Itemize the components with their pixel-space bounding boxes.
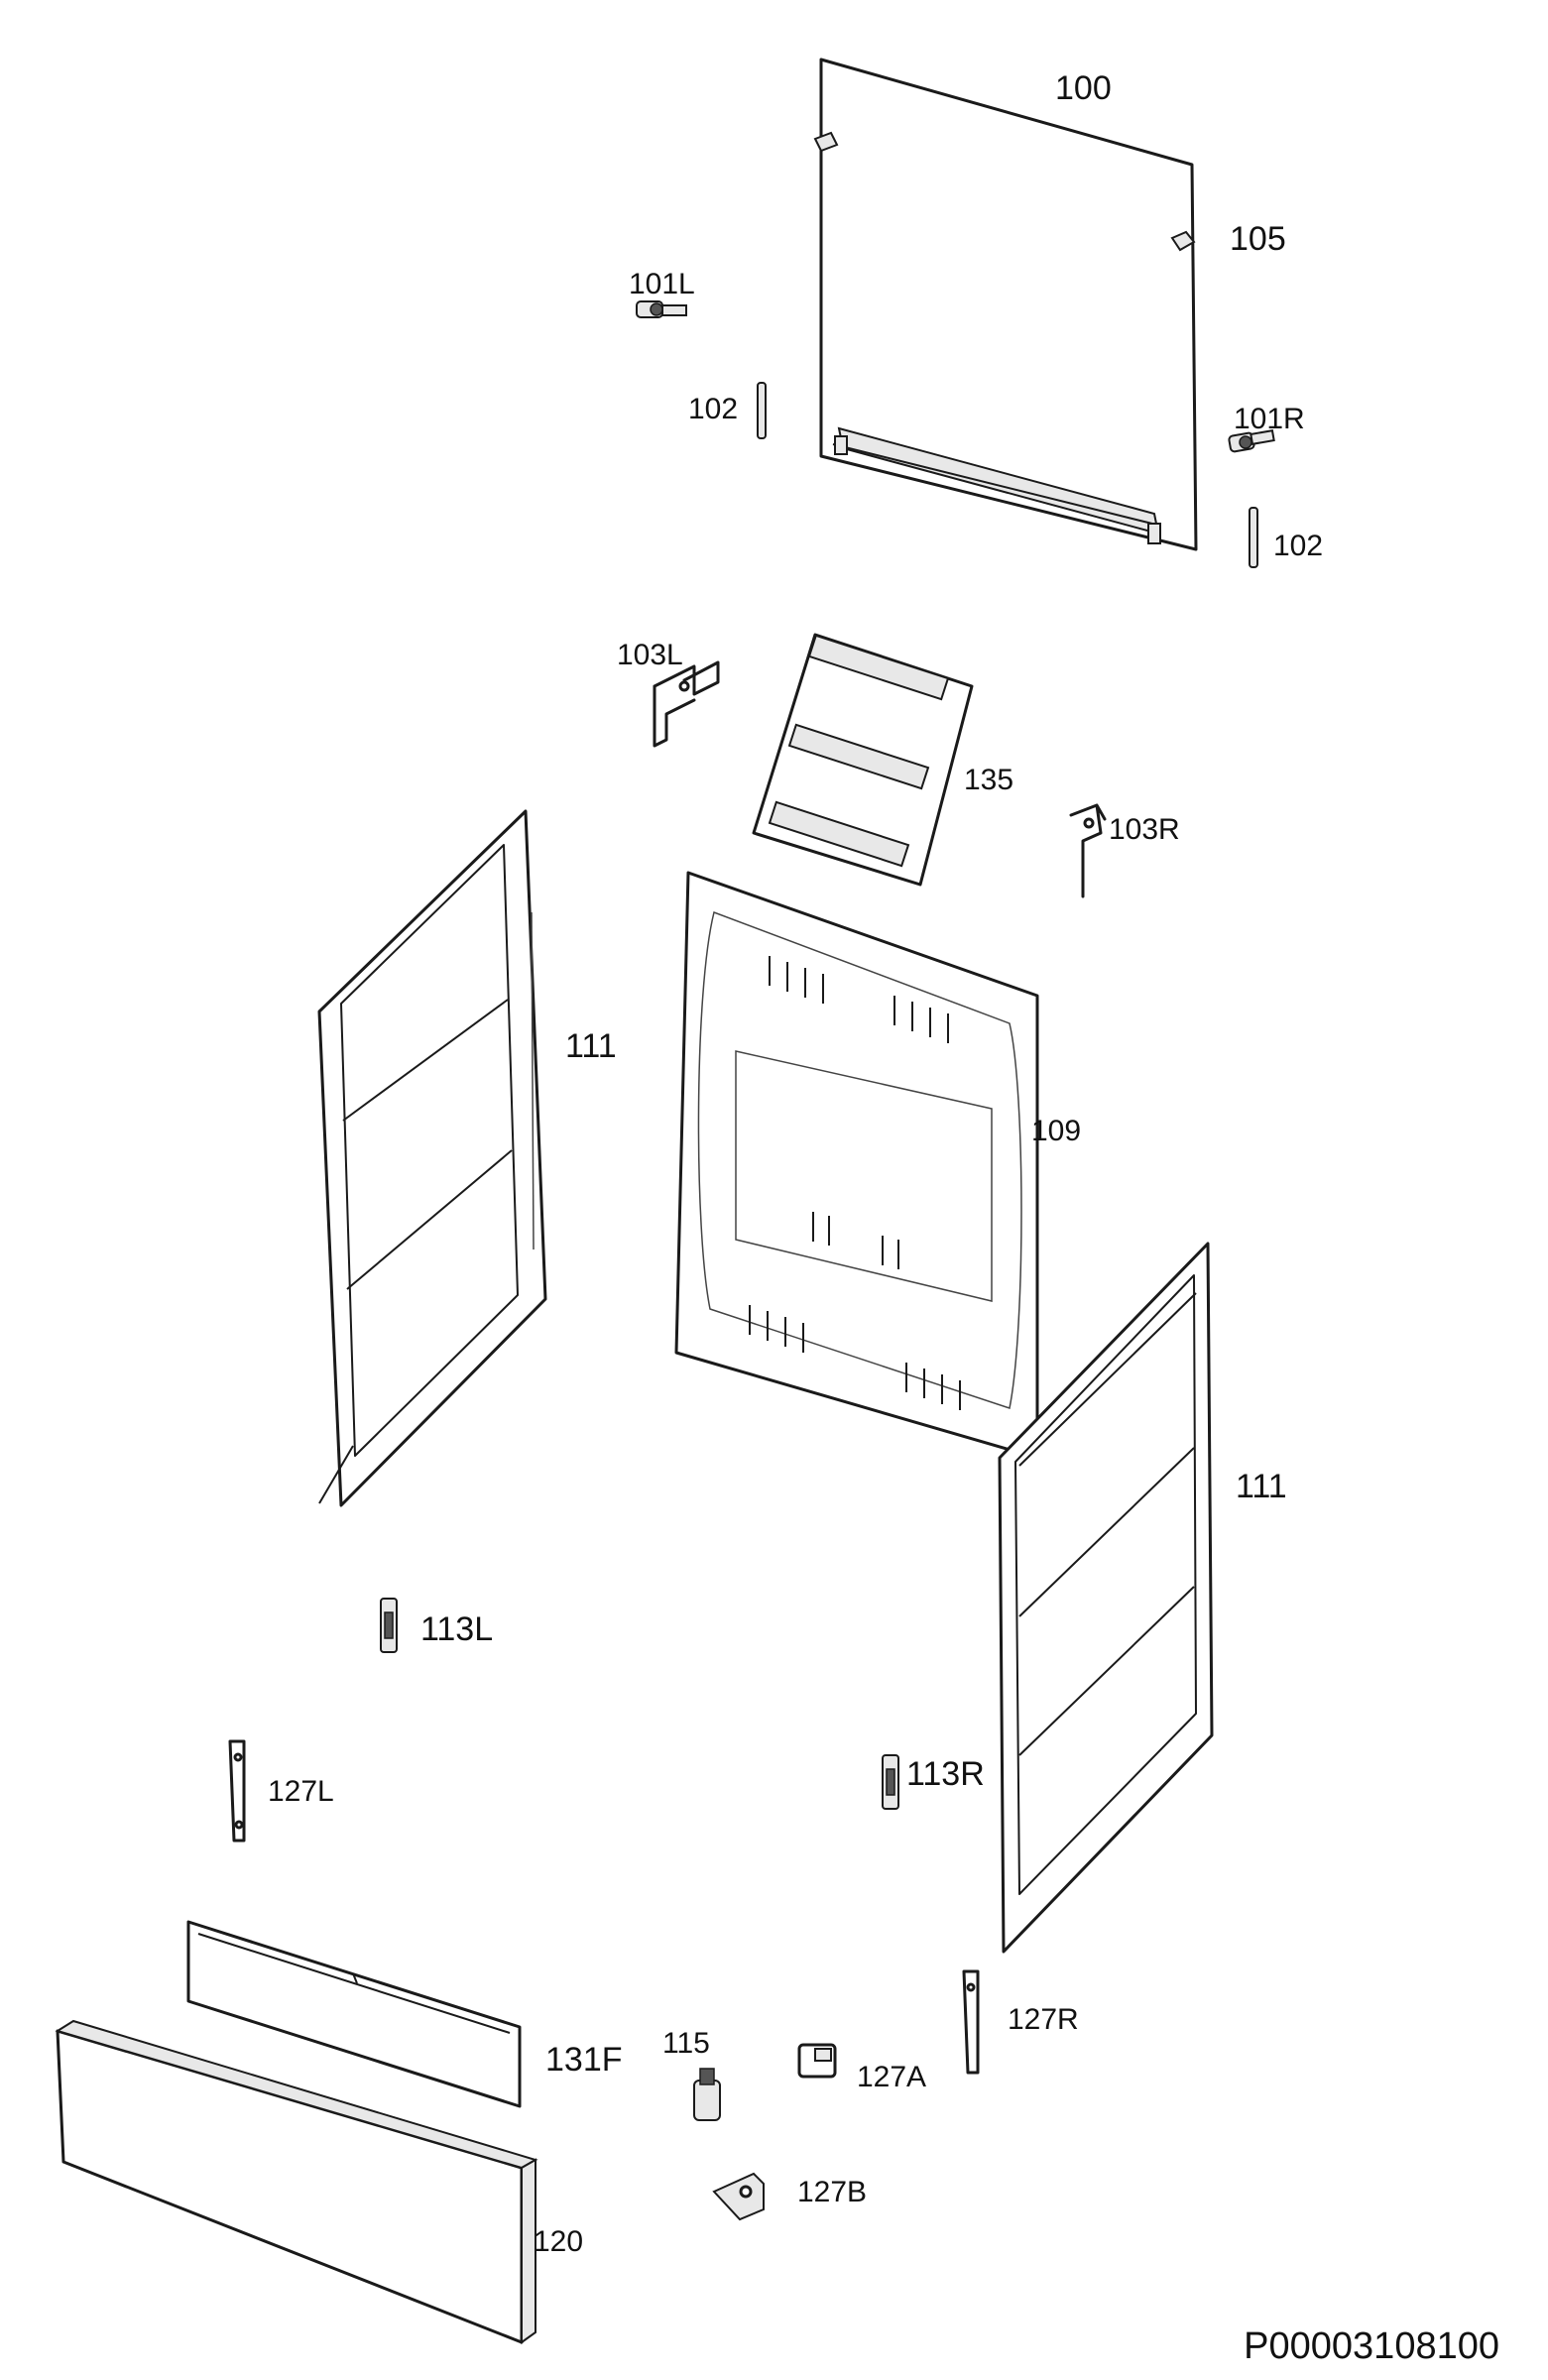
part-127R-support <box>962 1969 980 2075</box>
part-100-glass-panel <box>819 58 1198 551</box>
label-100: 100 <box>1055 69 1112 107</box>
label-101R: 101R <box>1234 403 1305 435</box>
label-105: 105 <box>1230 220 1286 258</box>
label-111-right: 111 <box>1236 1468 1287 1505</box>
label-113R: 113R <box>906 1755 985 1793</box>
label-103R: 103R <box>1109 813 1180 846</box>
label-115: 115 <box>662 2027 710 2060</box>
part-101L-hinge-pin <box>636 300 687 318</box>
label-131F: 131F <box>545 2041 623 2079</box>
part-102-rod-right <box>1249 507 1258 568</box>
part-105-clip <box>1170 230 1196 252</box>
label-127A: 127A <box>857 2061 926 2093</box>
part-115-foot <box>693 2068 721 2121</box>
part-103L-bracket <box>653 660 720 748</box>
part-111-side-panel-right <box>998 1242 1214 1954</box>
label-113L: 113L <box>420 1610 493 1648</box>
label-127L: 127L <box>268 1775 334 1808</box>
label-127R: 127R <box>1008 2003 1079 2036</box>
part-135-baffle <box>752 633 974 887</box>
part-103R-bracket <box>1069 803 1107 898</box>
part-113L-hinge-receiver <box>380 1598 398 1653</box>
label-127B: 127B <box>797 2176 867 2208</box>
label-109: 109 <box>1031 1115 1081 1147</box>
label-102-right: 102 <box>1273 530 1323 562</box>
part-131F-front-plinth <box>186 1920 522 2108</box>
part-100-top-clip <box>813 131 839 153</box>
label-102-left: 102 <box>688 393 738 425</box>
part-109-vent-slots <box>749 956 961 1410</box>
part-120-kickboard <box>55 2019 538 2344</box>
part-111-side-panel-left <box>317 809 547 1507</box>
part-109-back-panel <box>674 871 1039 1460</box>
part-labels: 100 105 101L 102 101R 102 103L 135 103R … <box>268 69 1323 2258</box>
part-113R-hinge-receiver <box>882 1754 899 1810</box>
label-120: 120 <box>534 2225 583 2258</box>
label-135: 135 <box>964 764 1013 796</box>
part-127B-bracket <box>712 2172 765 2221</box>
part-102-rod-left <box>757 382 767 439</box>
label-103L: 103L <box>617 639 683 671</box>
part-127A-block <box>797 2043 837 2079</box>
label-111-left: 111 <box>565 1027 617 1065</box>
label-101L: 101L <box>629 268 695 300</box>
part-127L-support <box>228 1739 246 1843</box>
diagram-code: P00003108100 <box>1244 2325 1499 2367</box>
part-101R-hinge-pin <box>1228 429 1275 453</box>
